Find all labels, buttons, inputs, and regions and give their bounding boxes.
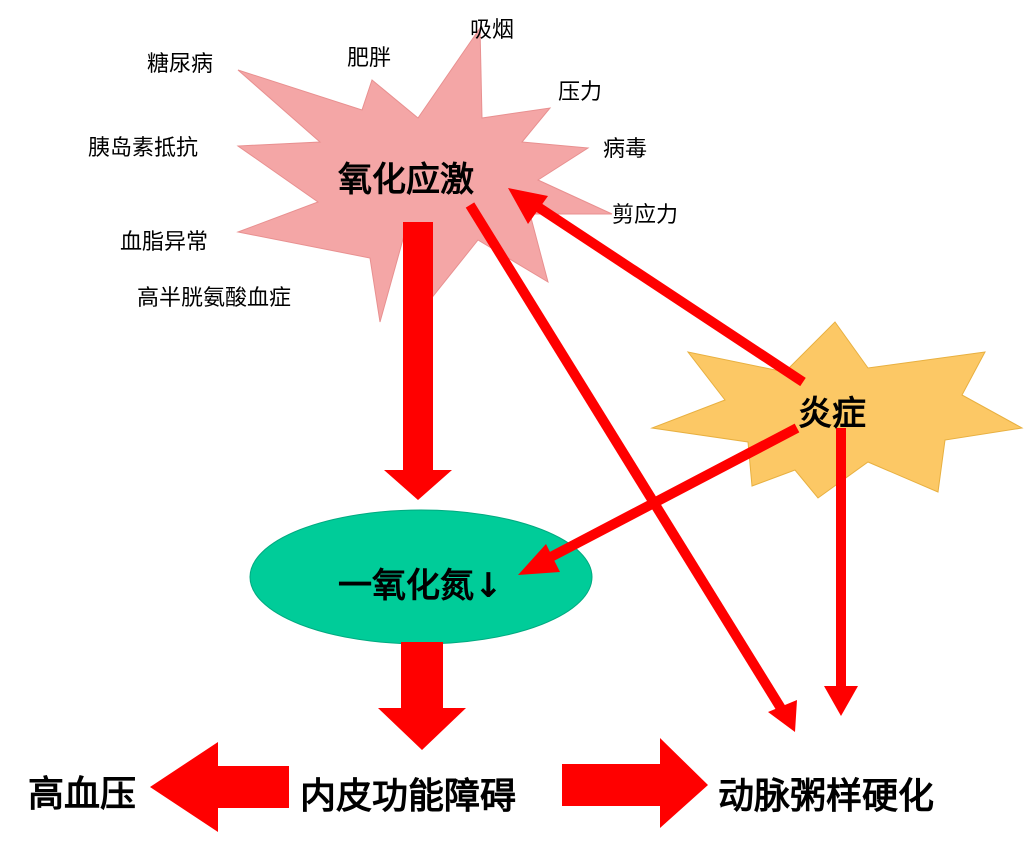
arrow-endothelial-to-atherosclerosis — [562, 738, 708, 828]
inflammation-star — [650, 321, 1024, 499]
risk-obesity: 肥胖 — [347, 46, 392, 71]
arrowhead-inflammation-to-no — [518, 544, 560, 575]
risk-insulin-resistance: 胰岛素抵抗 — [88, 136, 199, 161]
arrowhead-oxidative-to-atherosclerosis — [768, 700, 797, 732]
outcome-hypertension: 高血压 — [28, 774, 137, 815]
arrow-endothelial-to-hypertension — [150, 742, 289, 832]
risk-shear-stress: 剪应力 — [612, 203, 679, 228]
arrow-inflammation-to-no — [542, 423, 800, 565]
arrow-no-to-endothelial — [378, 642, 466, 750]
arrow-inflammation-to-oxidative — [532, 200, 806, 387]
node-nitric-oxide: 一氧化氮↓ — [338, 566, 503, 606]
risk-diabetes: 糖尿病 — [147, 52, 214, 77]
risk-dyslipidemia: 血脂异常 — [120, 230, 209, 255]
arrow-oxidative-to-atherosclerosis — [465, 202, 787, 713]
outcome-endothelial-dysfunction: 内皮功能障碍 — [300, 776, 517, 817]
risk-virus: 病毒 — [603, 137, 648, 162]
risk-hyperhomocysteinemia: 高半胱氨酸血症 — [137, 286, 292, 311]
node-inflammation: 炎症 — [798, 394, 866, 434]
arrowhead-inflammation-to-oxidative — [508, 188, 548, 224]
risk-smoking: 吸烟 — [470, 18, 515, 43]
outcome-atherosclerosis: 动脉粥样硬化 — [718, 776, 935, 817]
risk-stress: 压力 — [558, 80, 603, 105]
arrowhead-inflammation-to-atherosclerosis — [824, 686, 858, 716]
node-oxidative-stress: 氧化应激 — [338, 160, 474, 200]
arrow-oxidative-to-no — [384, 222, 452, 500]
